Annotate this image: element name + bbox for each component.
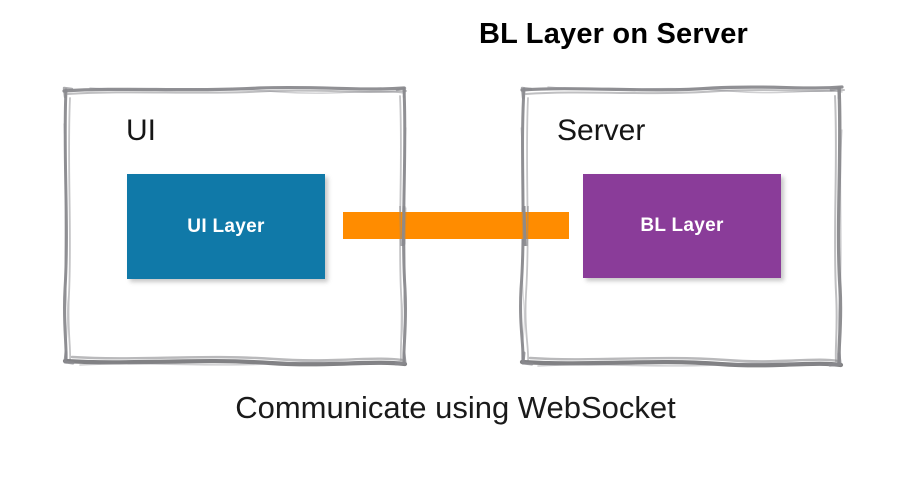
block-ui-layer: UI Layer — [127, 174, 325, 279]
container-ui: UI — [60, 84, 410, 368]
container-server: Server — [508, 84, 850, 368]
block-ui-layer-label: UI Layer — [187, 215, 265, 237]
websocket-connector — [343, 212, 569, 239]
container-server-border-overlap — [521, 206, 529, 246]
slide-title: BL Layer on Server — [0, 18, 917, 51]
container-server-sketch-border — [519, 85, 845, 368]
diagram-caption-text: Communicate using WebSocket — [235, 390, 676, 425]
block-bl-layer-label: BL Layer — [640, 215, 724, 236]
container-ui-border-overlap — [399, 206, 407, 246]
container-server-label: Server — [557, 114, 646, 147]
diagram-caption: Communicate using WebSocket — [0, 390, 917, 426]
container-ui-label: UI — [126, 114, 156, 147]
block-bl-layer: BL Layer — [583, 174, 781, 278]
slide-title-text: BL Layer on Server — [478, 18, 749, 50]
container-ui-sketch-border — [62, 85, 408, 367]
